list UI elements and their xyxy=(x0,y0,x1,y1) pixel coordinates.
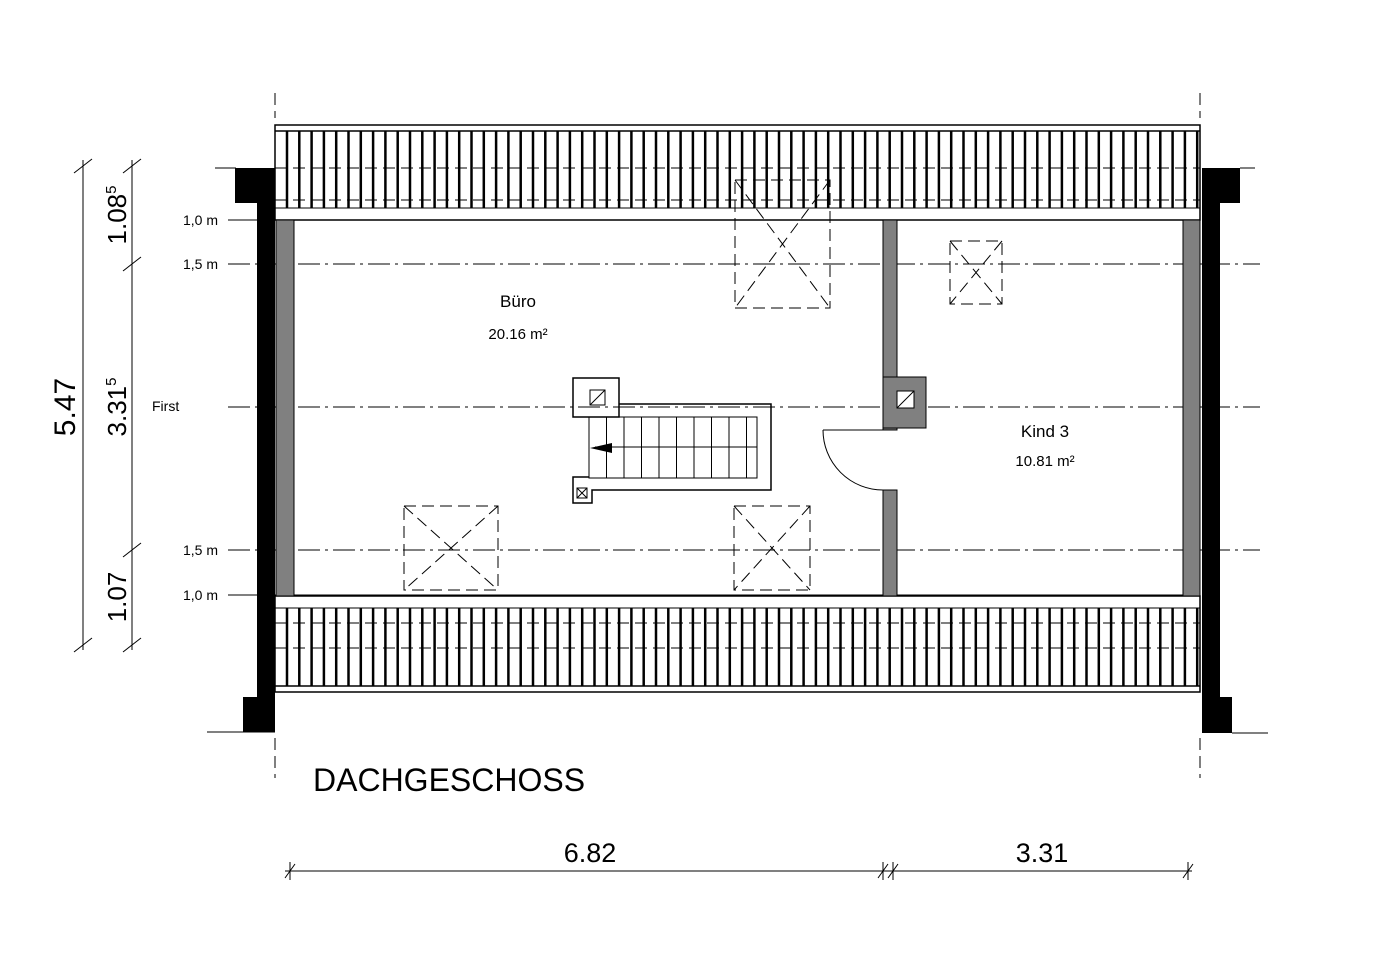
label-bottom-1-5: 1,5 m xyxy=(183,542,218,558)
dim-total-depth: 5.47 xyxy=(49,378,82,436)
dim-tick xyxy=(73,637,93,653)
svg-text:3.315: 3.315 xyxy=(102,378,132,437)
room-area-kind3: 10.81 m² xyxy=(1015,453,1074,470)
dim-depth-top-sup: 5 xyxy=(103,186,120,194)
skylights xyxy=(403,179,1003,591)
svg-text:1.085: 1.085 xyxy=(102,186,132,245)
label-bottom-1-0: 1,0 m xyxy=(183,587,218,603)
exterior-walls xyxy=(207,167,1268,734)
room-name-kind3: Kind 3 xyxy=(1021,422,1069,441)
partition-wall xyxy=(882,219,927,597)
label-top-1-5: 1,5 m xyxy=(183,256,218,272)
stair-direction-arrow xyxy=(590,443,612,453)
dim-tick xyxy=(122,542,142,558)
room-area-buero: 20.16 m² xyxy=(488,326,547,343)
knee-wall-left xyxy=(275,219,295,597)
room-name-buero: Büro xyxy=(500,292,536,311)
dim-tick xyxy=(122,637,142,653)
axis-marks xyxy=(274,93,1201,778)
knee-wall-right xyxy=(1182,219,1201,597)
label-top-1-0: 1,0 m xyxy=(183,212,218,228)
vertical-dimensions: 5.47 1.085 3.315 1.07 xyxy=(49,158,142,653)
staircase xyxy=(572,377,772,504)
roof-top xyxy=(274,124,1201,221)
roof-bottom xyxy=(274,595,1201,693)
dim-tick xyxy=(73,158,93,174)
dim-depth-middle-sup: 5 xyxy=(103,378,120,386)
dim-depth-bottom: 1.07 xyxy=(102,572,132,623)
dim-tick xyxy=(122,158,142,174)
dim-tick xyxy=(122,256,142,272)
dim-width-right: 3.31 xyxy=(1016,838,1069,868)
dim-depth-middle: 3.31 xyxy=(102,386,132,437)
label-ridge: First xyxy=(152,398,179,414)
height-lines xyxy=(228,219,1260,596)
dim-width-left: 6.82 xyxy=(564,838,617,868)
horizontal-dimensions: 6.82 3.31 xyxy=(284,838,1194,880)
dim-depth-top: 1.08 xyxy=(102,194,132,245)
door-swing xyxy=(822,429,884,491)
drawing-title: DACHGESCHOSS xyxy=(313,762,585,798)
